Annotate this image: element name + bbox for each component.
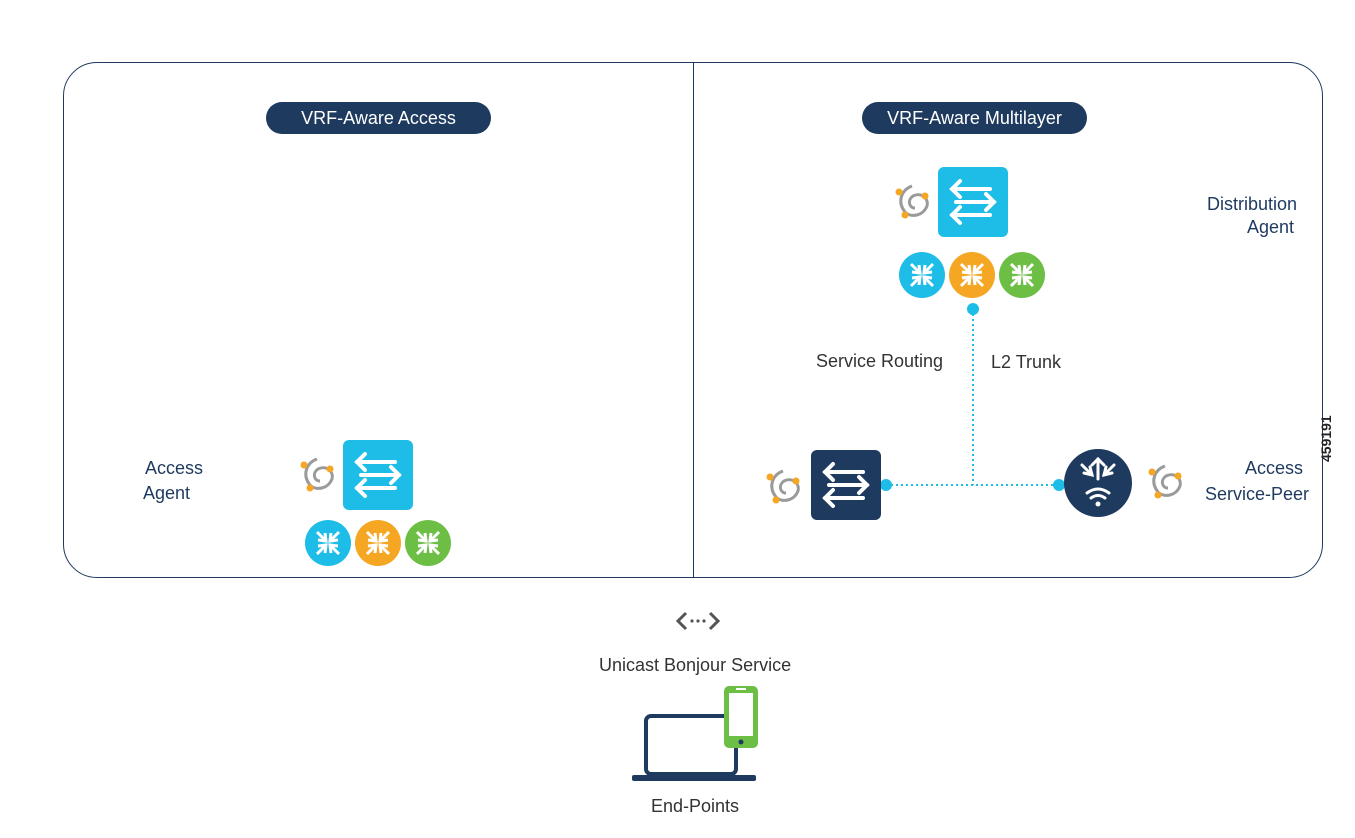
- bonjour-agent-icon: [296, 455, 338, 495]
- service-policy-icon-orange: [949, 252, 995, 298]
- distribution-switch-icon: [938, 167, 1008, 237]
- bonjour-agent-icon: [1144, 462, 1186, 502]
- bonjour-agent-icon: [762, 467, 804, 507]
- distribution-agent-label: Agent: [1246, 217, 1294, 237]
- service-policy-icon-cyan: [305, 520, 351, 566]
- laptop-and-phone-icon: [630, 684, 762, 784]
- vrf-aware-multilayer-title: VRF-Aware Multilayer: [862, 102, 1087, 134]
- bonjour-agent-icon: [891, 182, 933, 222]
- wireless-router-icon: [1064, 449, 1132, 517]
- service-policy-icon-cyan: [899, 252, 945, 298]
- agent-label: Agent: [143, 483, 191, 503]
- panel-divider: [693, 62, 694, 578]
- service-peer-label: Service-Peer: [1204, 484, 1309, 504]
- access-label: Access: [145, 458, 204, 478]
- l2-trunk-label: L2 Trunk: [991, 352, 1062, 372]
- distribution-label: Distribution: [1206, 194, 1297, 214]
- service-routing-label: Service Routing: [816, 351, 944, 371]
- service-policy-icon-green: [405, 520, 451, 566]
- l2-trunk-connection: [760, 300, 1080, 500]
- access-switch-icon: [343, 440, 413, 510]
- service-policy-icon-green: [999, 252, 1045, 298]
- bidirectional-arrow-icon: [674, 608, 722, 634]
- vrf-aware-access-title: VRF-Aware Access: [266, 102, 491, 134]
- access-label: Access: [1244, 458, 1303, 478]
- figure-id: 459191: [1318, 415, 1334, 462]
- access-switch-navy-icon: [811, 450, 881, 520]
- service-policy-icon-orange: [355, 520, 401, 566]
- unicast-bonjour-label: Unicast Bonjour Service: [599, 655, 792, 675]
- end-points-label: End-Points: [651, 796, 740, 816]
